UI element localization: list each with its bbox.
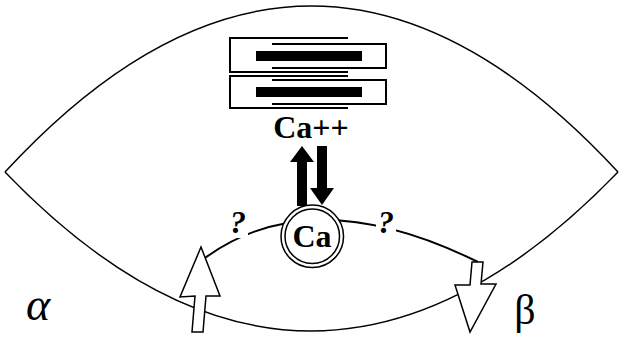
cell-outline	[5, 6, 618, 172]
ion-label: Ca++	[273, 111, 349, 143]
sarcomere-symbol	[230, 38, 386, 108]
release-arrow	[290, 146, 314, 206]
receptor-label: β	[514, 289, 535, 331]
unknown-mark: ?	[228, 206, 248, 238]
uptake-arrow	[310, 146, 334, 205]
node-text: Ca	[292, 220, 331, 252]
vesicle-circle: Ca	[279, 203, 346, 270]
filament-bar	[256, 51, 362, 61]
cell-outline	[5, 172, 618, 331]
filament-bar	[256, 87, 362, 97]
receptor-label: α	[26, 282, 50, 328]
unknown-mark: ?	[376, 206, 396, 238]
beta-arrow	[455, 262, 496, 332]
alpha-arrow	[180, 247, 220, 332]
